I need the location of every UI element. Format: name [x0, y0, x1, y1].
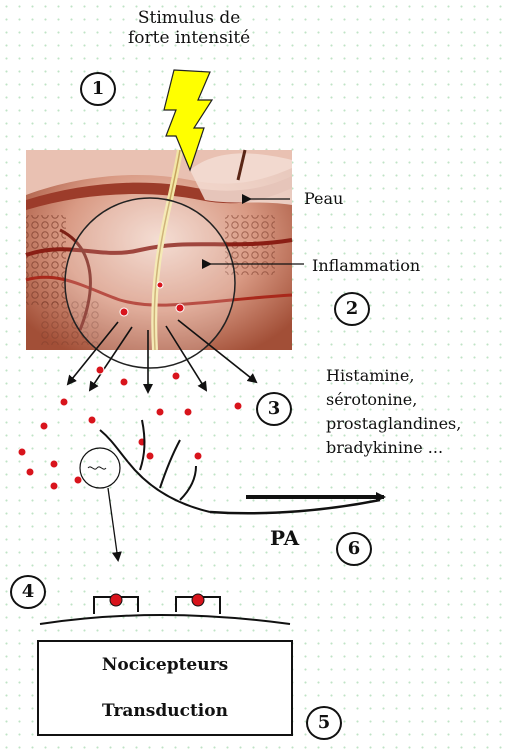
zoom-arrow: [108, 488, 118, 560]
step-badge-2: 2: [334, 292, 370, 326]
transduction-box: Transduction: [37, 688, 293, 736]
nocicepteurs-label: Nocicepteurs: [102, 655, 228, 675]
step-badge-1: 1: [80, 72, 116, 106]
pa-label: PA: [270, 526, 299, 550]
peau-label: Peau: [304, 189, 343, 209]
stimulus-label: Stimulus de forte intensité: [128, 8, 250, 48]
membrane-receptors: [40, 594, 290, 624]
step-badge-5: 5: [306, 706, 342, 740]
inflammation-label: Inflammation: [312, 256, 420, 276]
nocicepteurs-box: Nocicepteurs: [37, 640, 293, 690]
step-badge-4: 4: [10, 575, 46, 609]
skin-tissue-illustration: [26, 150, 292, 368]
step-badge-6: 6: [336, 532, 372, 566]
transduction-label: Transduction: [102, 701, 228, 721]
zoom-circle: [80, 448, 120, 488]
step-badge-3: 3: [256, 392, 292, 426]
mediator-dots-released: [18, 366, 242, 490]
mediators-label: Histamine, sérotonine, prostaglandines, …: [326, 364, 461, 460]
